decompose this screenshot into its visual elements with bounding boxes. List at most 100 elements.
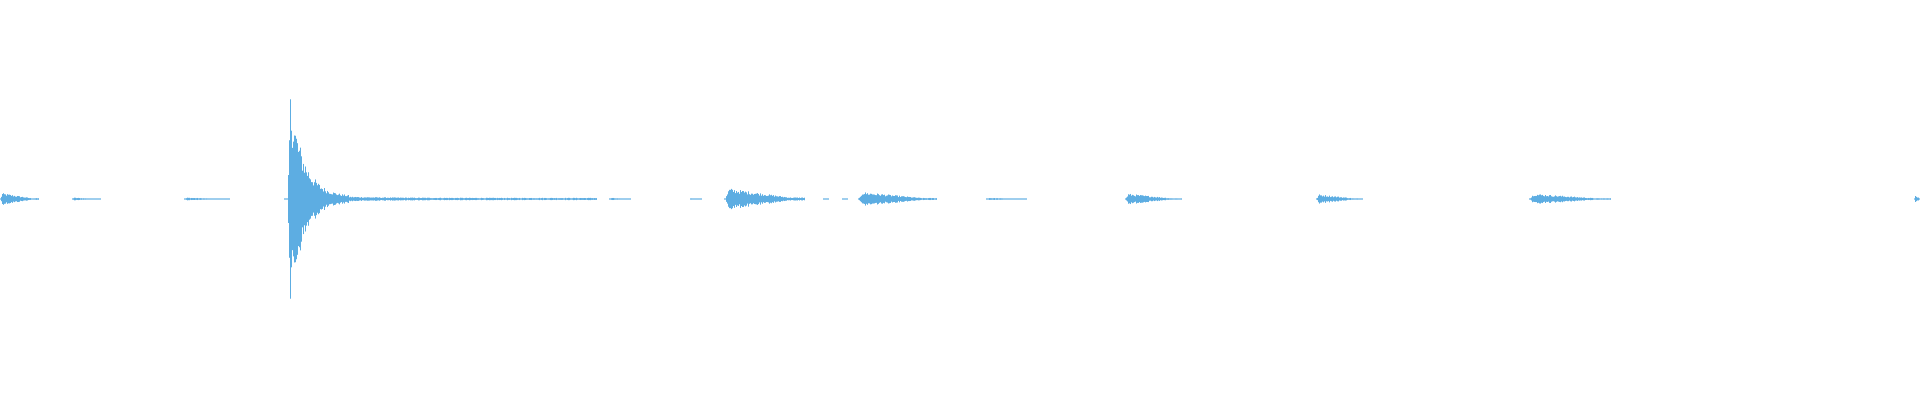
waveform-bar <box>1334 196 1335 202</box>
waveform-bar <box>1171 198 1172 200</box>
waveform-bar <box>461 197 462 201</box>
waveform-bar <box>477 198 478 200</box>
waveform-bar <box>479 198 480 200</box>
waveform-bar <box>399 197 400 201</box>
waveform-bar <box>201 198 202 200</box>
waveform-bar <box>1610 198 1611 200</box>
waveform-bar <box>1570 196 1571 202</box>
waveform-bar <box>1586 198 1587 200</box>
waveform-bar <box>1564 196 1565 202</box>
waveform-bar <box>1591 197 1592 201</box>
waveform-bar <box>1550 194 1551 204</box>
waveform-bar <box>699 198 700 200</box>
waveform-bar <box>308 172 309 226</box>
waveform-bar <box>784 196 785 202</box>
waveform-bar <box>1532 195 1533 203</box>
waveform-bar <box>203 198 204 200</box>
waveform-bar <box>1342 197 1343 201</box>
waveform-bar <box>1915 196 1916 202</box>
waveform-bar <box>761 195 762 203</box>
waveform-bar <box>464 198 465 200</box>
waveform-bar <box>786 197 787 201</box>
waveform-bar <box>515 197 516 201</box>
waveform-bar <box>1323 195 1324 203</box>
waveform-bar <box>447 197 448 201</box>
waveform-bar <box>220 198 221 200</box>
waveform-bar <box>91 198 92 200</box>
waveform-bar <box>446 197 447 201</box>
waveform-bar <box>729 189 730 209</box>
waveform-bar <box>1126 197 1127 201</box>
waveform-bar <box>488 197 489 201</box>
waveform-bar <box>846 198 847 200</box>
waveform-bar <box>1360 198 1361 200</box>
waveform-bar <box>1017 198 1018 200</box>
waveform-bar <box>619 198 620 200</box>
waveform-bar <box>485 198 486 200</box>
waveform-bar <box>492 197 493 201</box>
waveform-bar <box>585 198 586 200</box>
waveform-bar <box>1347 198 1348 200</box>
waveform-bar <box>1018 198 1019 200</box>
waveform-bar <box>1136 194 1137 204</box>
waveform-bar <box>444 197 445 201</box>
waveform-bar <box>785 197 786 201</box>
waveform-bar <box>1001 198 1002 200</box>
waveform-bar <box>1147 196 1148 202</box>
waveform-bar <box>1348 198 1349 200</box>
waveform-bar <box>907 196 908 202</box>
waveform-bar <box>88 198 89 200</box>
waveform-bar <box>512 198 513 200</box>
waveform-bar <box>400 197 401 201</box>
waveform-bar <box>582 198 583 200</box>
waveform-bar <box>493 197 494 201</box>
waveform-bar <box>319 184 320 214</box>
waveform-bar <box>933 198 934 200</box>
waveform-bar <box>1580 197 1581 201</box>
waveform-bar <box>83 198 84 200</box>
waveform-bar <box>610 198 611 200</box>
waveform-bar <box>927 198 928 200</box>
waveform-bar <box>989 198 990 200</box>
waveform-bar <box>494 197 495 201</box>
waveform-bar <box>397 197 398 201</box>
waveform-bar <box>73 198 74 200</box>
waveform-bar <box>453 198 454 200</box>
waveform-bar <box>1008 198 1009 200</box>
waveform-bar <box>1349 198 1350 200</box>
waveform-bar <box>793 197 794 201</box>
waveform-bar <box>187 197 188 201</box>
waveform-bar <box>435 197 436 201</box>
waveform-bar <box>511 197 512 201</box>
waveform-bar <box>364 197 365 201</box>
waveform-bar <box>1605 198 1606 200</box>
waveform-bar <box>205 198 206 200</box>
waveform-bar <box>465 197 466 201</box>
waveform-bar <box>895 195 896 203</box>
waveform-bar <box>375 197 376 201</box>
waveform-bar <box>72 198 73 200</box>
waveform-bar <box>431 198 432 200</box>
waveform-bar <box>796 197 797 201</box>
waveform-bar <box>219 198 220 200</box>
waveform-bar <box>1560 195 1561 203</box>
waveform-bar <box>357 197 358 201</box>
waveform-bar <box>212 198 213 200</box>
waveform-bar <box>727 194 728 204</box>
waveform-bar <box>773 195 774 203</box>
waveform-bar <box>544 197 545 201</box>
waveform-bar <box>869 194 870 204</box>
waveform-bar <box>217 198 218 200</box>
waveform-bar <box>531 197 532 201</box>
waveform-bar <box>757 193 758 205</box>
waveform-bar <box>615 198 616 200</box>
waveform-bar <box>530 198 531 200</box>
waveform-bar <box>1153 197 1154 201</box>
waveform-bar <box>218 198 219 200</box>
waveform-bar <box>589 197 590 201</box>
waveform-bar <box>516 197 517 201</box>
waveform-bar <box>1007 198 1008 200</box>
waveform-bar <box>888 194 889 204</box>
